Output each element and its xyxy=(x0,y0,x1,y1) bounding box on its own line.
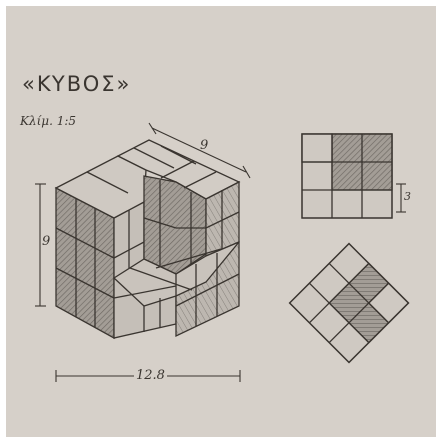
dim-label-small-square: 3 xyxy=(404,190,411,203)
dim-label-top: 9 xyxy=(200,138,209,153)
top-view-grid xyxy=(301,133,393,219)
scale-note: Κλίμ. 1:5 xyxy=(20,114,77,128)
paper-sheet: «KYBOΣ» Κλίμ. 1:5 9 9 12.8 3 xyxy=(6,6,436,437)
isometric-cube-drawing xyxy=(54,139,241,340)
diamond-view-grid xyxy=(288,242,410,364)
dim-label-bottom: 12.8 xyxy=(134,368,167,383)
dim-label-left: 9 xyxy=(42,234,51,249)
drawing-canvas xyxy=(35,122,410,382)
drawing-title: «KYBOΣ» xyxy=(22,72,132,96)
